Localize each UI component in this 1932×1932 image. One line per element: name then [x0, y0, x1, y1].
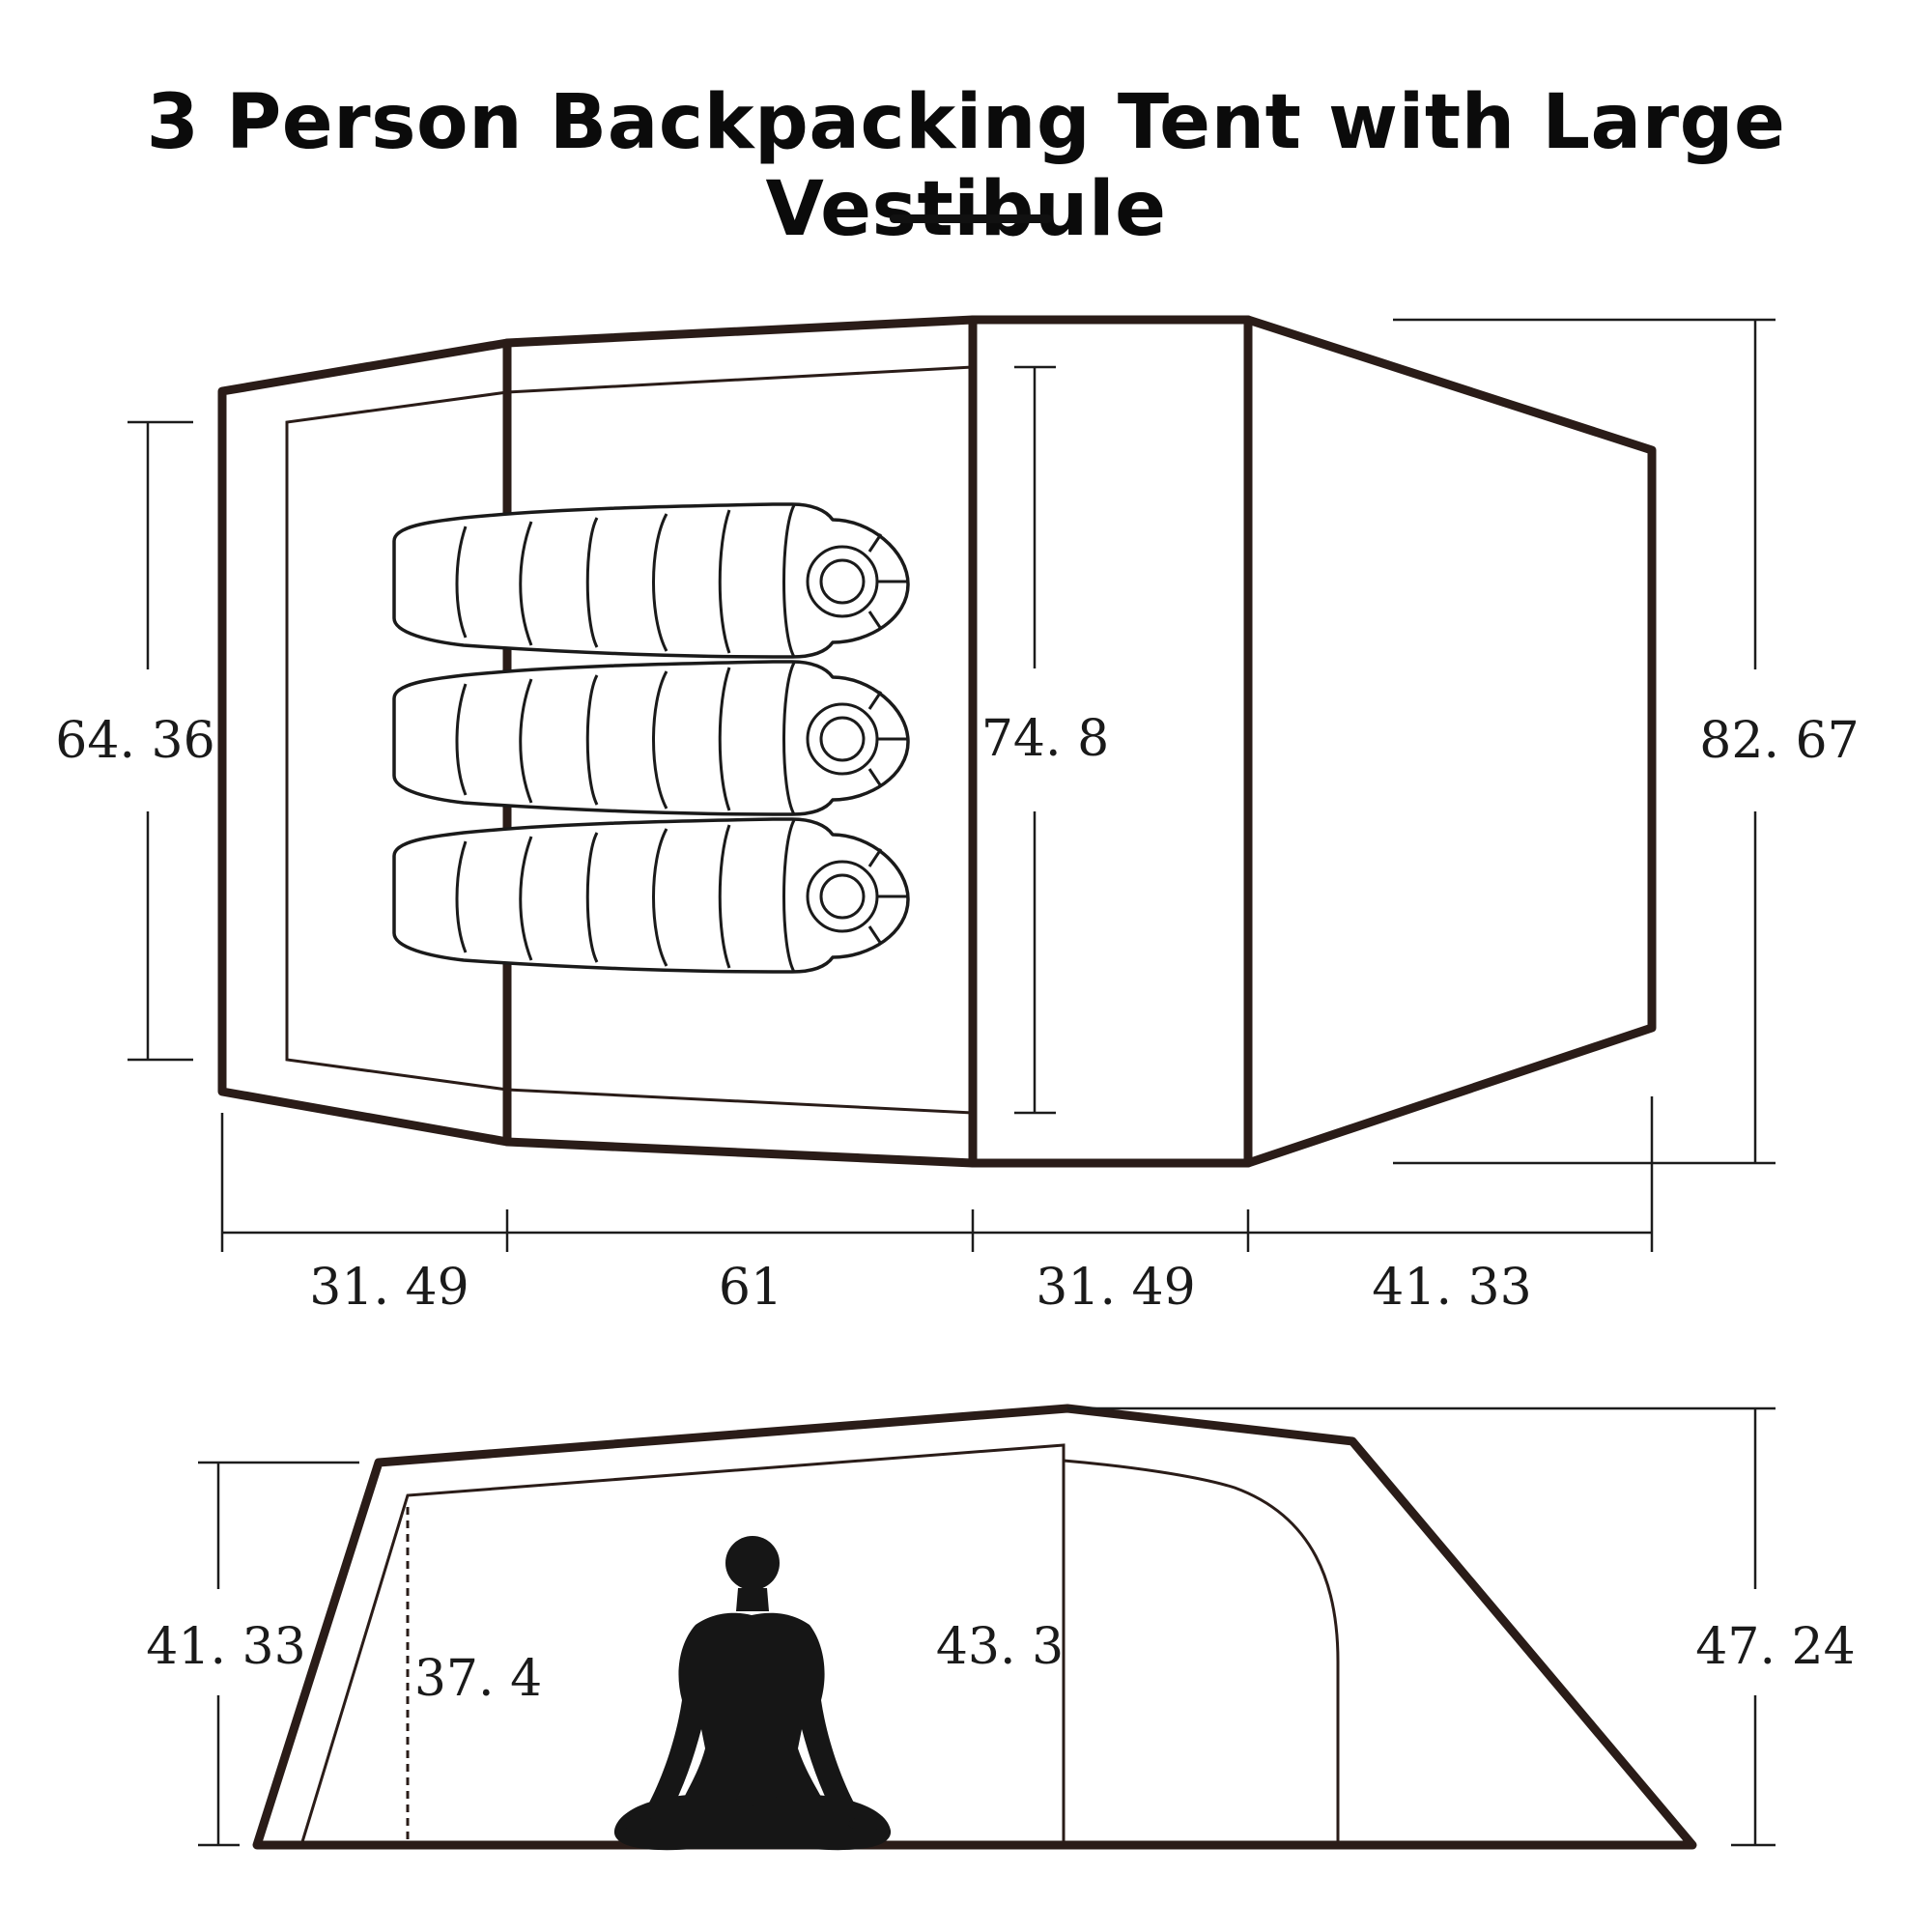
- side-view: 41. 33 37. 4 43. 3 47. 24: [146, 1404, 1856, 1851]
- inner-tent-outline: [285, 390, 508, 1092]
- title-underline: [890, 214, 1052, 223]
- sleeping-bag-icon: [392, 660, 910, 816]
- dimension-label-inner-front: 37. 4: [414, 1650, 542, 1708]
- dimension-width-inner-mid: 74. 8: [981, 365, 1109, 1115]
- dimension-label: 47. 24: [1695, 1618, 1855, 1676]
- page-title: 3 Person Backpacking Tent with Large Ves…: [146, 79, 1786, 253]
- dimension-lengths: 31. 49 61 31. 49 41. 33: [220, 1096, 1654, 1317]
- dimension-width-inner: 64. 36: [55, 420, 215, 1062]
- dimension-label: 41. 33: [1372, 1259, 1531, 1317]
- sleeping-bag-icon: [392, 502, 910, 659]
- dimension-label: 31. 49: [309, 1259, 469, 1317]
- dimension-label: 74. 8: [981, 710, 1109, 768]
- meditating-person-icon: [613, 1536, 892, 1851]
- dimension-label-peak-inner: 43. 3: [936, 1618, 1064, 1676]
- tent-side-outline: [252, 1404, 1697, 1850]
- top-view: 64. 36 74. 8 82. 67: [55, 315, 1860, 1317]
- dimension-label: 41. 33: [146, 1618, 305, 1676]
- dimension-height-front: 41. 33: [146, 1461, 359, 1847]
- dimension-height-peak: 47. 24: [1067, 1406, 1856, 1847]
- dimension-label: 61: [719, 1259, 782, 1317]
- dimension-label: 31. 49: [1036, 1259, 1195, 1317]
- tent-outer-outline: [217, 315, 1657, 1168]
- inner-tent-curve: [1063, 1459, 1340, 1845]
- sleeping-bag-icon: [392, 817, 910, 974]
- dimension-width-total: 82. 67: [1393, 318, 1860, 1165]
- dimension-label: 82. 67: [1699, 712, 1859, 770]
- dimension-label: 64. 36: [55, 712, 214, 770]
- inner-tent-side-outline: [299, 1443, 1065, 1846]
